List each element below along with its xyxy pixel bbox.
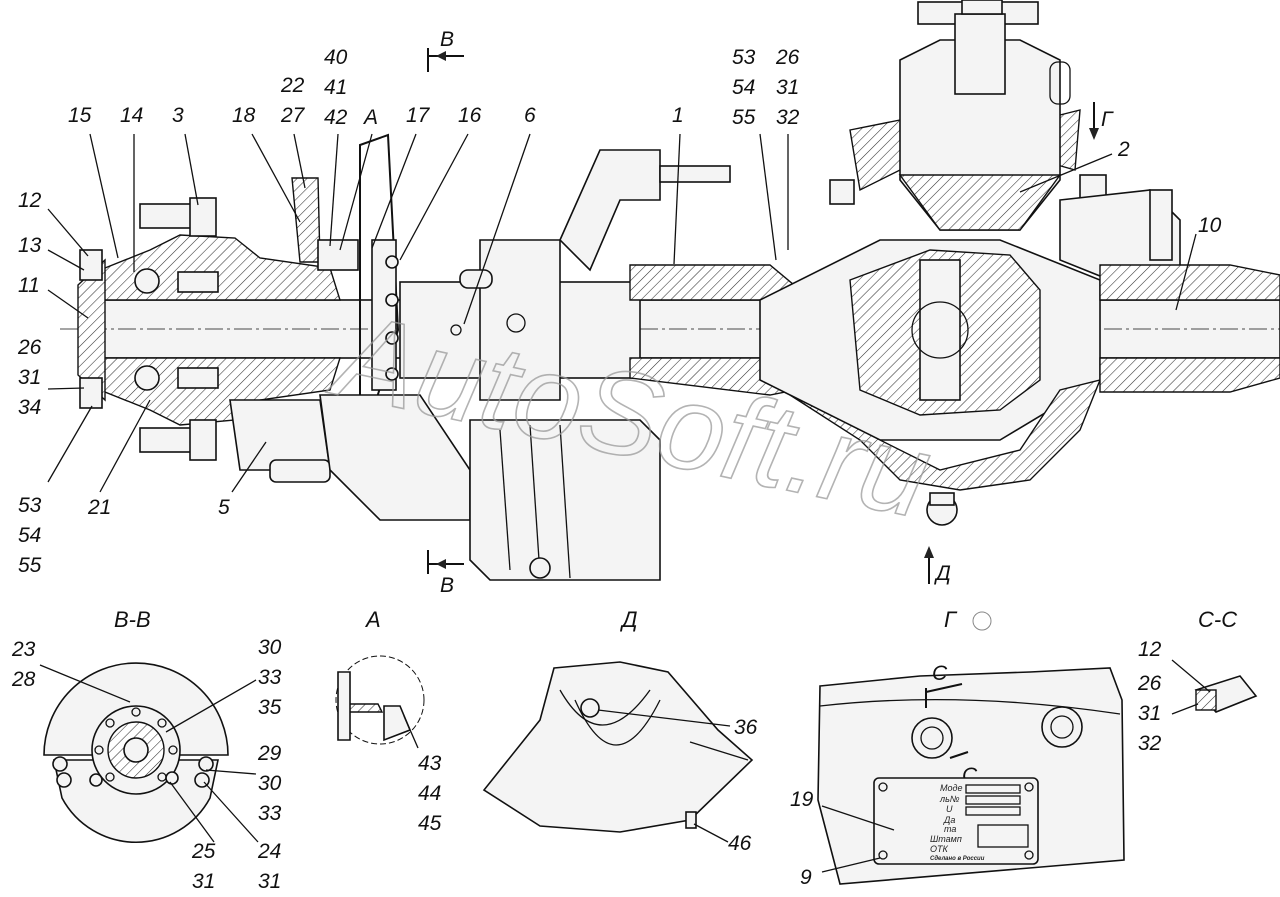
bb-label-31b: 31 xyxy=(258,870,281,893)
label-31-top: 31 xyxy=(776,76,799,99)
label-54-left: 54 xyxy=(18,524,41,547)
label-34: 34 xyxy=(18,396,41,419)
view-a: A 43 44 45 xyxy=(335,607,442,835)
label-18: 18 xyxy=(232,104,256,127)
label-1: 1 xyxy=(672,104,684,127)
label-16: 16 xyxy=(458,104,482,127)
bb-label-30a: 30 xyxy=(258,636,282,659)
pinion-housing xyxy=(829,0,1107,231)
label-15: 15 xyxy=(68,104,92,127)
g-label-19: 19 xyxy=(790,788,814,811)
view-d-title: Д xyxy=(619,607,638,632)
bb-label-23: 23 xyxy=(11,638,36,661)
label-12: 12 xyxy=(18,189,42,212)
plate-line-5: та xyxy=(944,824,956,834)
label-14: 14 xyxy=(120,104,143,127)
differential-housing xyxy=(629,239,1102,526)
wheel-hub xyxy=(77,197,341,461)
g-label-9: 9 xyxy=(800,866,812,889)
right-carrier xyxy=(1059,189,1280,393)
leader-lines xyxy=(47,133,1197,493)
label-41: 41 xyxy=(324,76,347,99)
a-label-43: 43 xyxy=(418,752,442,775)
label-27: 27 xyxy=(280,104,306,127)
a-label-44: 44 xyxy=(418,782,441,805)
label-55-top: 55 xyxy=(732,106,756,129)
label-21: 21 xyxy=(87,496,111,519)
bb-label-33b: 33 xyxy=(258,802,282,825)
plate-line-6: Штамп xyxy=(930,834,962,844)
bb-label-33a: 33 xyxy=(258,666,282,689)
main-assembly-view: AutoSoft.ru B B Г Д xyxy=(17,0,1280,597)
view-bb: B-B 23 28 30 xyxy=(11,607,282,893)
view-g-title: Г xyxy=(944,607,958,632)
plate-line-4: Да xyxy=(943,815,955,825)
label-10: 10 xyxy=(1198,214,1222,237)
label-22: 22 xyxy=(280,74,305,97)
brake-chamber xyxy=(469,419,661,581)
view-g-label: Г xyxy=(1101,108,1114,131)
g-label-c1: C xyxy=(932,662,948,685)
bb-label-24: 24 xyxy=(257,840,281,863)
bb-label-35: 35 xyxy=(258,696,282,719)
label-54-top: 54 xyxy=(732,76,755,99)
label-53-top: 53 xyxy=(732,46,756,69)
label-6: 6 xyxy=(524,104,536,127)
view-g: Г C C Моде ль№ U Да та Штамп ОТК xyxy=(790,607,1125,889)
label-42: 42 xyxy=(324,106,348,129)
main-part-labels: 15 14 3 18 22 27 40 41 42 A 17 16 6 1 53… xyxy=(17,46,1222,577)
section-b-bottom-label: B xyxy=(440,574,454,597)
plate-line-2: ль№ xyxy=(939,794,960,804)
nameplate: Моде ль№ U Да та Штамп ОТК Сделано в Рос… xyxy=(873,777,1039,865)
brake-drum xyxy=(291,133,400,421)
view-d: Д 36 46 xyxy=(482,607,758,855)
label-13: 13 xyxy=(18,234,42,257)
label-55-left: 55 xyxy=(18,554,42,577)
label-11: 11 xyxy=(18,274,40,297)
axle-housing xyxy=(399,149,731,401)
label-a: A xyxy=(362,106,378,129)
view-bb-leaders xyxy=(39,664,259,843)
d-label-36: 36 xyxy=(734,716,758,739)
cc-label-26: 26 xyxy=(1137,672,1162,695)
section-marker-b-bottom: B xyxy=(427,550,464,597)
bb-label-30b: 30 xyxy=(258,772,282,795)
section-marker-b-top: B xyxy=(427,28,464,72)
plate-footer: Сделано в России xyxy=(930,856,985,862)
view-marker-d: Д xyxy=(924,546,951,585)
label-26-left: 26 xyxy=(17,336,42,359)
label-32-top: 32 xyxy=(776,106,800,129)
label-17: 17 xyxy=(406,104,431,127)
a-label-45: 45 xyxy=(418,812,442,835)
bb-label-25: 25 xyxy=(191,840,216,863)
label-53-left: 53 xyxy=(18,494,42,517)
cc-label-12: 12 xyxy=(1138,638,1162,661)
plate-line-3: U xyxy=(946,804,953,814)
view-cc: C-C 12 26 31 32 xyxy=(1137,607,1258,755)
plate-line-1: Моде xyxy=(940,783,962,793)
label-31-left: 31 xyxy=(18,366,41,389)
bb-label-29: 29 xyxy=(257,742,282,765)
cc-label-31: 31 xyxy=(1138,702,1161,725)
label-2: 2 xyxy=(1117,138,1130,161)
plate-line-7: ОТК xyxy=(930,844,948,854)
label-26-top: 26 xyxy=(775,46,800,69)
d-label-46: 46 xyxy=(728,832,752,855)
label-40: 40 xyxy=(324,46,348,69)
label-3: 3 xyxy=(172,104,184,127)
view-cc-title: C-C xyxy=(1198,607,1237,632)
section-b-top-label: B xyxy=(440,28,454,51)
label-5: 5 xyxy=(218,496,230,519)
view-d-label: Д xyxy=(934,562,951,585)
bb-label-31a: 31 xyxy=(192,870,215,893)
cc-label-32: 32 xyxy=(1138,732,1162,755)
view-bb-title: B-B xyxy=(114,607,151,632)
bb-label-28: 28 xyxy=(11,668,36,691)
view-a-title: A xyxy=(364,607,381,632)
steering-knuckle xyxy=(229,394,471,521)
view-marker-g: Г xyxy=(1089,102,1114,140)
